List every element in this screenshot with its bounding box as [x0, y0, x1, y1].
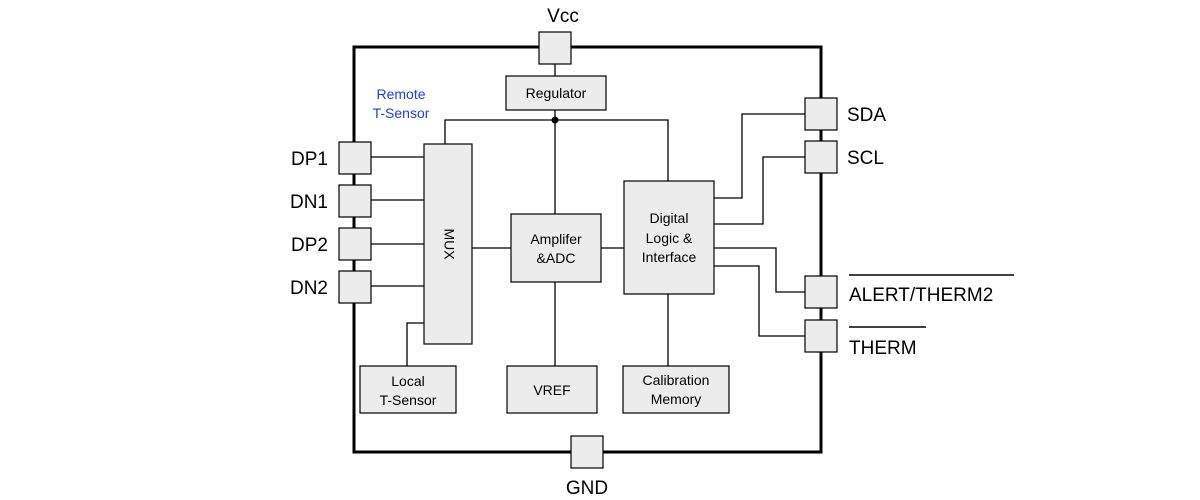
vcc-label: Vcc [547, 6, 579, 27]
remote-sensor-note-line2: T-Sensor [373, 105, 430, 121]
wires [371, 64, 805, 366]
amplifier-adc-block [510, 213, 602, 283]
sda-label: SDA [847, 105, 886, 126]
pin-alert [804, 275, 838, 309]
gnd-label: GND [566, 478, 608, 499]
regulator-block [505, 75, 607, 111]
digital-label-line3: Interface [642, 249, 697, 265]
vref-label: VREF [533, 382, 570, 398]
calibration-memory-block [622, 365, 730, 414]
pin-dp2 [338, 227, 372, 261]
junction-dot [551, 116, 559, 124]
digital-logic-block [623, 180, 715, 295]
calibration-label-line1: Calibration [643, 372, 710, 388]
pin-dp1 [338, 141, 372, 175]
amplifier-label-line1: Amplifer [530, 231, 582, 247]
scl-label: SCL [847, 148, 884, 169]
remote-sensor-note-line1: Remote [376, 86, 425, 102]
pin-scl [804, 140, 838, 174]
dn2-label: DN2 [290, 278, 328, 299]
therm-label: THERM [849, 338, 917, 359]
local-label-line2: T-Sensor [380, 392, 437, 408]
digital-label-line2: Logic & [646, 230, 693, 246]
dp1-label: DP1 [291, 149, 328, 170]
pin-dn1 [338, 184, 372, 218]
digital-label-line1: Digital [650, 210, 689, 226]
mux-label: MUX [441, 228, 457, 260]
amplifier-label-line2: &ADC [537, 250, 576, 266]
local-label-line1: Local [391, 373, 424, 389]
pin-gnd [570, 435, 604, 469]
pin-vcc [538, 31, 572, 65]
dp2-label: DP2 [291, 235, 328, 256]
alert-therm2-label: ALERT/THERM2 [849, 285, 993, 306]
pin-dn2 [338, 270, 372, 304]
regulator-label: Regulator [526, 85, 587, 101]
dn1-label: DN1 [290, 192, 328, 213]
local-sensor-block [359, 365, 457, 414]
mux-block [423, 143, 473, 345]
calibration-label-line2: Memory [651, 391, 702, 407]
pin-therm [804, 319, 838, 353]
vref-block [506, 365, 598, 414]
pin-sda [804, 97, 838, 131]
